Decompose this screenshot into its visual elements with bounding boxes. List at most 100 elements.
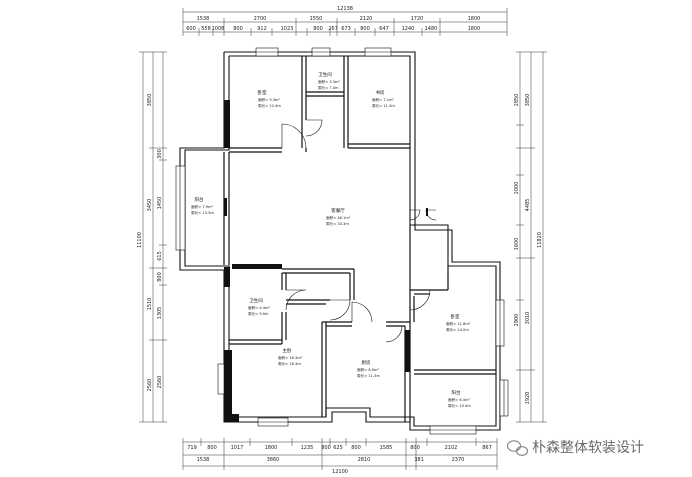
svg-text:主卧: 主卧	[283, 347, 292, 354]
svg-text:2850: 2850	[514, 94, 520, 107]
room-label-balcony-se: 阳台 面积≈ 6.4m² 周长≈ 10.4m	[448, 389, 471, 408]
watermark-text: 朴森整体软装设计	[532, 440, 644, 456]
svg-text:周长≈ 10.4m: 周长≈ 10.4m	[448, 403, 471, 408]
room-label-bathroom-n: 卫生间 面积≈ 3.3m² 周长≈ 7.4m	[318, 71, 341, 90]
svg-text:面积≈ 7.9m²: 面积≈ 7.9m²	[191, 204, 214, 209]
svg-text:卧室: 卧室	[451, 313, 460, 320]
bottom-dim-row1: 719 800 1017 1800 1235 800 625 800 1585 …	[187, 445, 492, 451]
sliding-door-marks	[224, 198, 428, 216]
left-dim-row1: 3850 3450 1510 2560	[147, 94, 153, 392]
svg-text:1240: 1240	[402, 26, 415, 32]
svg-text:阳台: 阳台	[452, 389, 461, 396]
svg-text:2560: 2560	[157, 376, 163, 389]
svg-text:800: 800	[207, 445, 217, 451]
right-dim-total: 11820	[537, 232, 543, 248]
svg-text:周长≈ 16.3m: 周长≈ 16.3m	[278, 361, 301, 366]
svg-text:厨房: 厨房	[362, 359, 371, 366]
svg-text:周长≈ 12.4m: 周长≈ 12.4m	[258, 103, 281, 108]
svg-text:1480: 1480	[425, 26, 438, 32]
svg-text:3010: 3010	[525, 312, 531, 325]
svg-text:面积≈ 3.3m²: 面积≈ 3.3m²	[318, 79, 341, 84]
svg-text:2700: 2700	[254, 16, 267, 22]
room-label-kitchen: 厨房 面积≈ 8.0m² 周长≈ 11.3m	[357, 359, 380, 378]
windows	[175, 47, 509, 435]
svg-text:1600: 1600	[514, 238, 520, 251]
svg-text:面积≈ 8.0m²: 面积≈ 8.0m²	[357, 367, 380, 372]
bottom-total-dim: 12100	[332, 469, 348, 475]
watermark: 朴森整体软装设计	[506, 440, 644, 457]
svg-text:11100: 11100	[137, 232, 143, 248]
svg-text:1017: 1017	[231, 445, 244, 451]
svg-text:4485: 4485	[525, 199, 531, 212]
svg-text:558: 558	[201, 26, 211, 32]
svg-text:1585: 1585	[380, 445, 393, 451]
svg-text:800: 800	[233, 26, 243, 32]
svg-text:800: 800	[410, 445, 420, 451]
svg-text:625: 625	[333, 445, 343, 451]
svg-text:800: 800	[321, 445, 331, 451]
left-dim-total: 11100	[137, 232, 143, 248]
svg-text:673: 673	[341, 26, 351, 32]
right-dim-row1: 3850 4485 3010 1920	[525, 94, 531, 405]
svg-text:615: 615	[157, 251, 163, 261]
svg-text:面积≈ 7.1m²: 面积≈ 7.1m²	[372, 97, 395, 102]
svg-text:周长≈ 11.3m: 周长≈ 11.3m	[357, 373, 380, 378]
svg-text:1305: 1305	[157, 307, 163, 320]
top-dimension-lines	[182, 8, 508, 36]
svg-text:面积≈ 9.3m²: 面积≈ 9.3m²	[258, 97, 281, 102]
svg-text:1023: 1023	[281, 26, 294, 32]
svg-text:周长≈ 33.3m: 周长≈ 33.3m	[326, 221, 349, 226]
svg-text:800: 800	[313, 26, 323, 32]
svg-text:1008: 1008	[212, 26, 225, 32]
svg-text:2102: 2102	[445, 445, 458, 451]
svg-text:周长≈ 14.0m: 周长≈ 14.0m	[446, 327, 469, 332]
right-dimension-lines	[516, 51, 547, 423]
svg-text:3850: 3850	[525, 94, 531, 107]
room-label-balcony-w: 阳台 面积≈ 7.9m² 周长≈ 13.3m	[191, 196, 214, 215]
top-dim-row2: 600 558 1008 800 912 1023 800 267 673 80…	[186, 26, 480, 32]
svg-text:卫生间: 卫生间	[318, 71, 332, 78]
svg-text:2900: 2900	[514, 314, 520, 327]
svg-text:周长≈ 11.3m: 周长≈ 11.3m	[372, 103, 395, 108]
room-label-bedroom-nw: 卧室 面积≈ 9.3m² 周长≈ 12.4m	[258, 89, 282, 108]
svg-text:1235: 1235	[301, 445, 314, 451]
wechat-icon	[506, 440, 529, 457]
svg-text:2120: 2120	[360, 16, 373, 22]
svg-text:1800: 1800	[468, 26, 481, 32]
svg-text:2000: 2000	[514, 182, 520, 195]
left-dim-row2: 300 1450 615 800 1305 2560	[157, 149, 163, 388]
svg-text:381: 381	[414, 457, 424, 463]
svg-text:1538: 1538	[197, 457, 210, 463]
thick-walls	[224, 100, 410, 422]
svg-text:300: 300	[157, 149, 163, 159]
right-dim-row2: 2850 2000 1600 2900	[514, 94, 520, 327]
outer-walls	[179, 51, 501, 431]
svg-text:1550: 1550	[310, 16, 323, 22]
svg-text:客餐厅: 客餐厅	[331, 207, 345, 214]
svg-text:3860: 3860	[267, 457, 280, 463]
svg-text:3850: 3850	[147, 94, 153, 107]
svg-text:2560: 2560	[147, 379, 153, 392]
svg-text:1510: 1510	[147, 298, 153, 311]
svg-text:书房: 书房	[376, 89, 385, 96]
svg-text:800: 800	[157, 272, 163, 282]
svg-text:面积≈ 11.6m²: 面积≈ 11.6m²	[446, 321, 471, 326]
svg-text:1538: 1538	[197, 16, 210, 22]
top-total-dim: 12138	[337, 6, 353, 12]
svg-text:阳台: 阳台	[195, 196, 204, 203]
svg-text:600: 600	[186, 26, 196, 32]
svg-text:1450: 1450	[157, 197, 163, 210]
svg-text:面积≈ 4.4m²: 面积≈ 4.4m²	[248, 305, 271, 310]
room-label-living-dining: 客餐厅 面积≈ 46.1m² 周长≈ 33.3m	[326, 207, 351, 226]
svg-text:719: 719	[187, 445, 197, 451]
svg-text:3450: 3450	[147, 199, 153, 212]
svg-text:面积≈ 6.4m²: 面积≈ 6.4m²	[448, 397, 471, 402]
room-label-master-bedroom: 主卧 面积≈ 16.3m² 周长≈ 16.3m	[278, 347, 303, 366]
top-dim-row1: 1538 2700 1550 2120 1720 1800	[197, 16, 481, 22]
bottom-dim-row2: 1538 3860 2810 381 2370	[197, 457, 465, 463]
svg-text:1920: 1920	[525, 392, 531, 405]
svg-text:1800: 1800	[265, 445, 278, 451]
svg-text:卫生间: 卫生间	[249, 297, 263, 304]
room-label-bathroom-s: 卫生间 面积≈ 4.4m² 周长≈ 9.0m	[248, 297, 271, 316]
svg-text:周长≈ 7.4m: 周长≈ 7.4m	[318, 85, 339, 90]
